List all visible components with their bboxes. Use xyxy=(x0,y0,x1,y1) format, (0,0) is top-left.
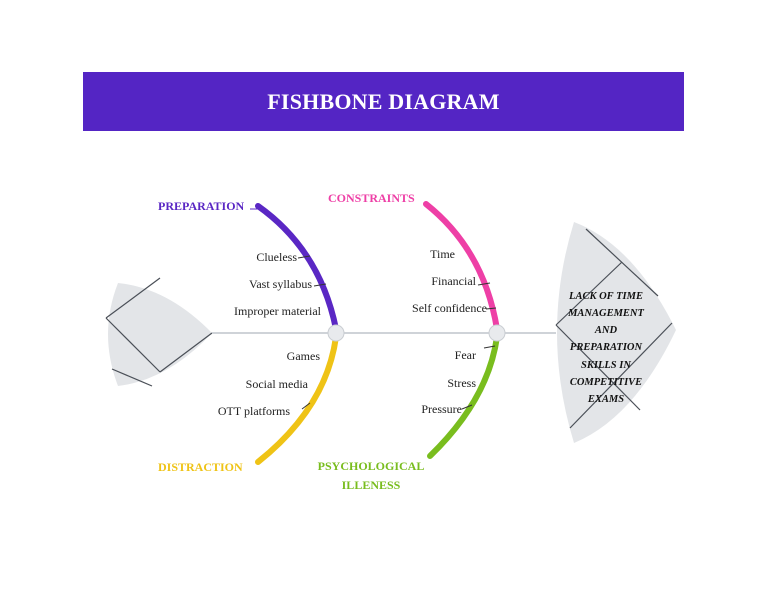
head-label-line-4: PREPARATION xyxy=(570,342,643,353)
preparation-cause-3: Improper material xyxy=(234,304,322,318)
constraints-cause-2: Financial xyxy=(431,274,476,288)
constraints-bone-arc xyxy=(423,201,500,332)
junction-node-left xyxy=(327,324,345,342)
distraction-cause-3: OTT platforms xyxy=(218,404,290,418)
psychological-cause-2: Stress xyxy=(447,376,476,390)
psychological-label-line-1: PSYCHOLOGICAL xyxy=(318,459,425,473)
head-line xyxy=(569,322,673,429)
preparation-cause-2: Vast syllabus xyxy=(249,277,312,291)
head-line xyxy=(555,261,623,326)
bone-psychological: PSYCHOLOGICAL ILLENESS Fear Stress Press… xyxy=(318,334,500,492)
distraction-cause-1: Games xyxy=(287,349,321,363)
title-banner: FISHBONE DIAGRAM xyxy=(83,72,684,131)
tick xyxy=(477,282,491,286)
fish-tail-shape xyxy=(108,283,212,386)
fish-head: LACK OF TIME MANAGEMENT AND PREPARATION … xyxy=(555,222,676,443)
junction-node-right xyxy=(488,324,506,342)
tick xyxy=(485,307,497,310)
preparation-bone-arc xyxy=(255,203,339,332)
psychological-label-line-2: ILLENESS xyxy=(342,478,401,492)
head-label-line-3: AND xyxy=(594,325,618,336)
tick xyxy=(297,255,311,259)
head-label-line-2: MANAGEMENT xyxy=(567,308,644,319)
head-label-line-7: EXAMS xyxy=(587,394,624,405)
head-line xyxy=(555,324,641,411)
tick xyxy=(301,402,311,410)
constraints-label: CONSTRAINTS xyxy=(328,191,415,205)
bone-preparation: PREPARATION Clueless Vast syllabus Impro… xyxy=(158,199,339,332)
head-label-line-5: SKILLS IN xyxy=(581,360,631,371)
distraction-bone-arc xyxy=(255,334,339,465)
tail-line xyxy=(105,277,161,319)
fish-tail xyxy=(105,277,213,387)
tail-line xyxy=(111,368,153,387)
psychological-bone-arc xyxy=(427,334,500,459)
tick xyxy=(461,404,473,410)
distraction-label: DISTRACTION xyxy=(158,460,243,474)
bone-constraints: CONSTRAINTS Time Financial Self confiden… xyxy=(328,191,500,332)
head-label-line-6: COMPETITIVE xyxy=(570,377,642,388)
tail-line xyxy=(159,332,213,373)
page-title: FISHBONE DIAGRAM xyxy=(267,88,500,114)
preparation-label: PREPARATION xyxy=(158,199,245,213)
psychological-cause-3: Pressure xyxy=(421,402,462,416)
tail-line xyxy=(105,317,161,373)
head-label-line-1: LACK OF TIME xyxy=(568,291,643,302)
distraction-cause-2: Social media xyxy=(246,377,309,391)
constraints-cause-1: Time xyxy=(430,247,455,261)
psychological-cause-1: Fear xyxy=(455,348,476,362)
tick xyxy=(313,283,327,287)
tick xyxy=(483,345,496,349)
constraints-cause-3: Self confidence xyxy=(412,301,487,315)
fish-head-shape xyxy=(557,222,676,443)
preparation-cause-1: Clueless xyxy=(256,250,297,264)
bone-distraction: DISTRACTION Games Social media OTT platf… xyxy=(158,334,339,474)
